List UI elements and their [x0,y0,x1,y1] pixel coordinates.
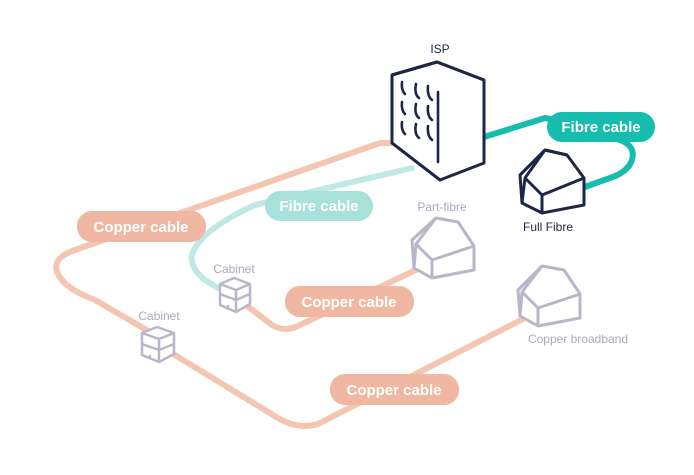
full-fibre-label: Full Fibre [523,220,573,234]
copper-cable-pill-bottom: Copper cable [330,374,459,405]
fibre-cable-label-full: Fibre cable [561,119,640,136]
copper-broadband-label: Copper broadband [528,332,628,346]
isp-building-icon [390,60,486,182]
copper-cable-line-main [53,140,528,429]
copper-cable-pill-part: Copper cable [285,286,414,317]
copper-cable-pill-left: Copper cable [77,211,206,242]
copper-cable-label-bottom: Copper cable [346,382,441,399]
cabinet-label-lower: Cabinet [138,309,180,323]
house-icon-copper-broadband [516,264,582,328]
cabinet-icon-lower [140,325,176,364]
house-icon-part-fibre [410,216,476,280]
house-icon-full-fibre [518,148,586,215]
fibre-cable-line-part [188,165,415,291]
fibre-cable-pill-part: Fibre cable [265,191,373,221]
part-fibre-label: Part-fibre [417,200,467,214]
fibre-cable-pill-full: Fibre cable [547,112,655,142]
copper-cable-line-part [243,265,423,332]
fibre-cable-label-part: Fibre cable [279,198,358,215]
copper-cable-label-left: Copper cable [93,219,188,236]
cabinet-icon-upper [218,276,252,314]
cabinet-label-upper: Cabinet [213,262,255,276]
copper-cable-label-part: Copper cable [301,294,396,311]
isp-label: ISP [430,42,449,56]
